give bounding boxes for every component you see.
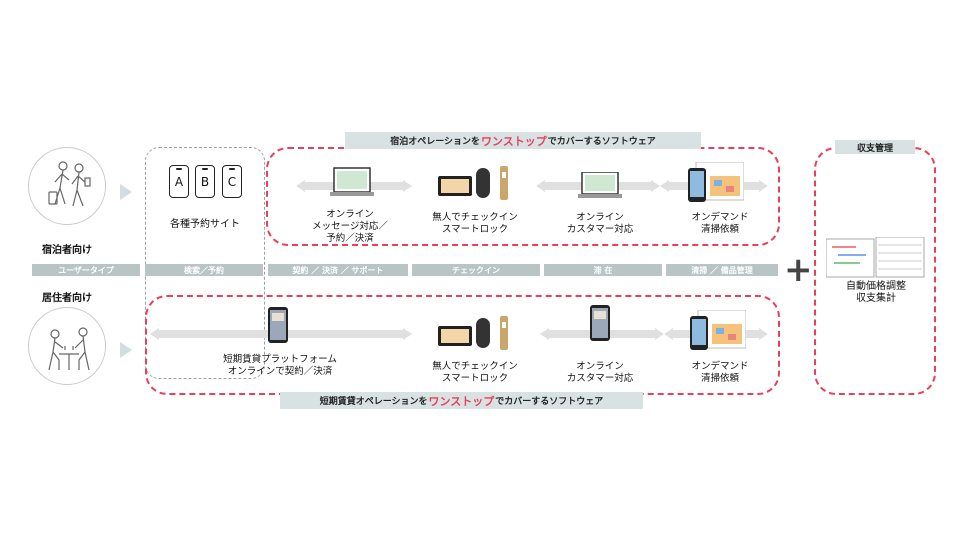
- segment-checkin: チェックイン: [412, 264, 540, 276]
- unmanned-checkin-label: 無人でチェックイン スマートロック: [432, 212, 518, 235]
- segment-user-type: ユーザータイプ: [32, 264, 140, 276]
- phone-c-icon: C: [222, 165, 242, 198]
- rental-onestop-banner: 短期賃貸オペレーションをワンストップでカバーするソフトウェア: [280, 392, 643, 409]
- phone-a-icon: A: [169, 165, 189, 198]
- phone-cleaning-icon: [690, 309, 747, 352]
- accommodation-onestop-banner: 宿泊オペレーションをワンストップでカバーするソフトウェア: [345, 132, 701, 149]
- laptop-support-icon: [578, 171, 622, 200]
- revenue-label: 自動価格調整 収支集計: [846, 281, 906, 304]
- smart-lock-icon: [476, 316, 512, 350]
- tablet-checkin-icon: [438, 176, 472, 196]
- revenue-management-header: 収支管理: [835, 140, 915, 154]
- booking-sites-region: [145, 147, 265, 379]
- booking-sites-label: 各種予約サイト: [170, 219, 240, 230]
- online-support-label: オンライン カスタマー対応: [566, 361, 634, 384]
- revenue-dashboard-icon: [825, 236, 926, 279]
- arrow-right-icon: [120, 184, 132, 200]
- travelers-illustration: [28, 147, 106, 225]
- phone-b-icon: B: [195, 165, 215, 198]
- arrow-right-icon: [120, 342, 132, 358]
- segment-contract-payment: 契約 ／ 決済 ／ サポート: [268, 264, 408, 276]
- residents-dining-illustration: [28, 307, 106, 385]
- tablet-checkin-icon: [438, 326, 472, 346]
- smart-lock-icon: [476, 166, 512, 200]
- segment-cleaning: 清掃 ／ 備品管理: [666, 264, 778, 276]
- residential-user-label: 居住者向け: [42, 293, 92, 304]
- ondemand-cleaning-label: オンデマンド 清掃依頼: [691, 212, 749, 235]
- phone-cleaning-icon: [688, 161, 745, 204]
- online-messaging-label: オンライン メッセージ対応／ 予約／決済: [312, 209, 388, 244]
- segment-search-booking: 検索／予約: [145, 264, 263, 276]
- segment-stay: 滞 在: [544, 264, 662, 276]
- smartphone-platform-icon: [268, 307, 288, 343]
- unmanned-checkin-label: 無人でチェックイン スマートロック: [432, 361, 518, 384]
- accommodation-user-label: 宿泊者向け: [42, 245, 92, 256]
- laptop-messaging-icon: [330, 166, 374, 198]
- online-support-label: オンライン カスタマー対応: [566, 212, 634, 235]
- rental-platform-label: 短期賃貸プラットフォーム オンラインで契約／決済: [223, 354, 337, 377]
- smartphone-support-icon: [590, 305, 610, 341]
- plus-icon: +: [784, 250, 813, 290]
- ondemand-cleaning-label: オンデマンド 清掃依頼: [691, 361, 749, 384]
